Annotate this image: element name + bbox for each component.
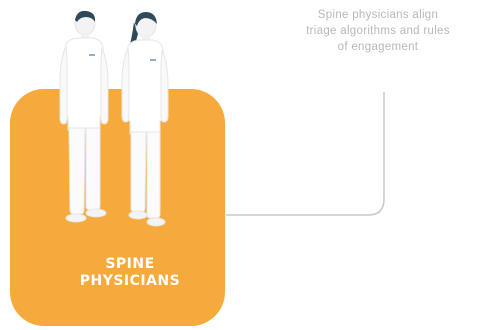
label-line-2: PHYSICIANS <box>40 273 220 290</box>
label-line-1: SPINE <box>40 256 220 273</box>
annotation-text: Spine physicians align triage algorithms… <box>268 7 488 55</box>
female-physician-figure <box>122 12 168 226</box>
annotation-line-2: triage algorithms and rules <box>268 23 488 39</box>
annotation-line-3: of engagement <box>268 39 488 55</box>
annotation-line-1: Spine physicians align <box>268 7 488 23</box>
spine-physicians-label: SPINE PHYSICIANS <box>40 256 220 290</box>
male-physician-figure <box>60 11 108 222</box>
